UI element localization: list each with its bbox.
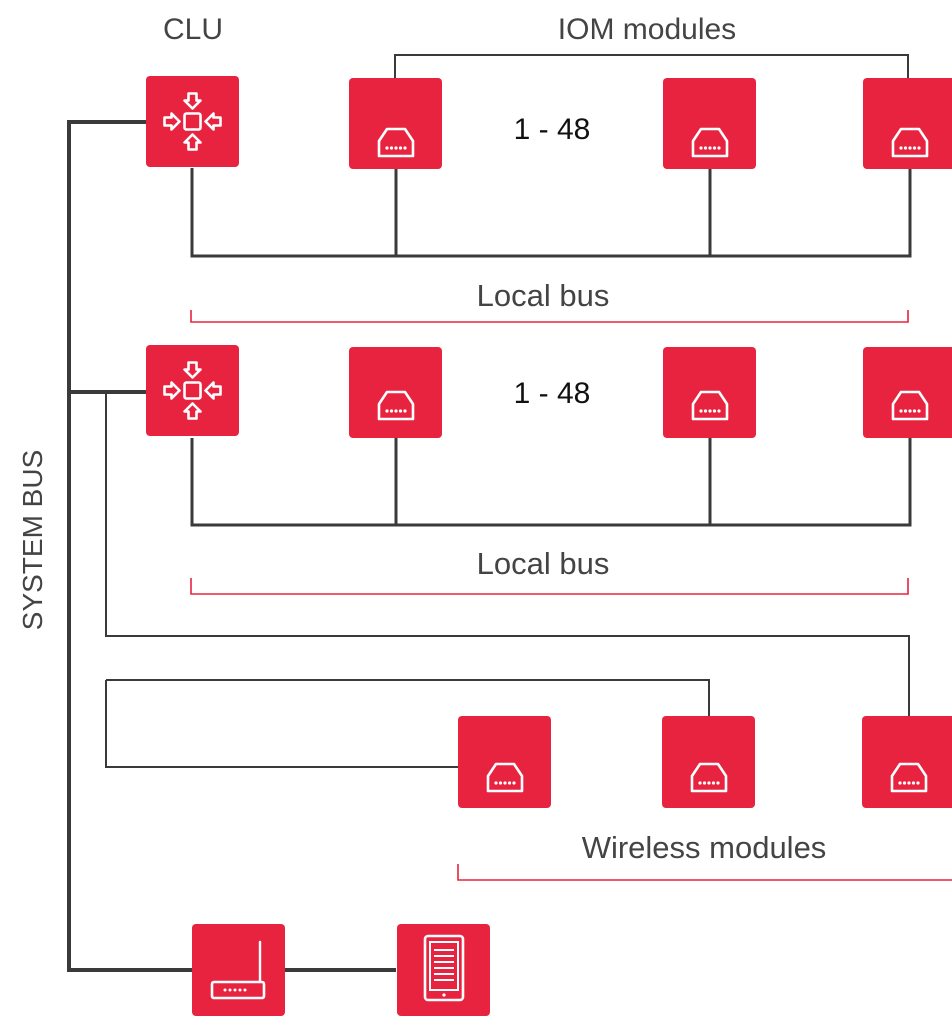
wireless-bus-branch-b xyxy=(106,679,710,716)
local-bus-1-bracket xyxy=(190,310,909,323)
iom-module xyxy=(863,347,952,438)
wireless-module xyxy=(662,716,755,808)
clu-module-1 xyxy=(146,76,239,167)
iom-module xyxy=(663,78,756,169)
wireless-module xyxy=(458,716,551,808)
tablet-icon xyxy=(423,934,465,1002)
local-bus-1-line xyxy=(190,168,912,258)
router-icon xyxy=(210,940,266,1000)
iom-module xyxy=(663,347,756,438)
local-bus-label-2: Local bus xyxy=(477,546,610,581)
iom-module xyxy=(863,78,952,169)
iom-group-connector xyxy=(394,54,909,78)
module-range-label-1: 1 - 48 xyxy=(514,113,591,146)
iom-modules-label: IOM modules xyxy=(558,13,736,46)
wireless-modules-label: Wireless modules xyxy=(582,830,827,865)
system-bus-label: SYSTEM BUS xyxy=(17,450,48,630)
wireless-bracket xyxy=(457,864,952,881)
local-bus-lines xyxy=(190,168,912,527)
local-bus-2-bracket xyxy=(190,578,909,595)
clu-module-2 xyxy=(146,345,239,436)
iom-module xyxy=(349,78,442,169)
iom-module xyxy=(349,347,442,438)
bracket-lines xyxy=(190,310,952,881)
system-bus-trunk xyxy=(67,120,396,972)
wireless-module xyxy=(862,716,952,808)
local-bus-label-1: Local bus xyxy=(477,278,610,313)
local-bus-2-line xyxy=(190,438,912,527)
module-range-label-2: 1 - 48 xyxy=(514,377,591,410)
wireless-bus-branch-c xyxy=(105,680,458,768)
tablet-device xyxy=(397,924,490,1016)
clu-label: CLU xyxy=(163,13,223,46)
router-device xyxy=(192,924,285,1016)
wireless-bus-branch-a xyxy=(105,392,910,716)
